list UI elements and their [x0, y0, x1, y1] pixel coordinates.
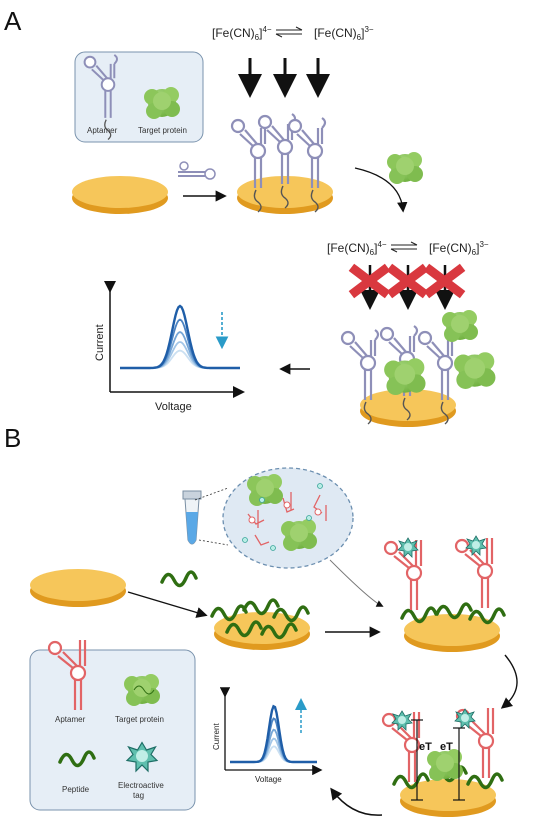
sample-tube	[182, 490, 202, 545]
voltammogram-b: Current Voltage	[212, 687, 323, 784]
legend-target-label-b: Target protein	[115, 715, 164, 724]
electron-transfer-label-2: eT	[440, 741, 453, 753]
redox-couple-top: [Fe(CN)6]4− [Fe(CN)6]3−	[212, 25, 374, 42]
peak-series-a	[120, 304, 240, 370]
aptamer-electrode-a	[230, 112, 333, 214]
peptide-electrode-b	[210, 598, 310, 650]
svg-text:[Fe(CN)6]4−: [Fe(CN)6]4−	[327, 240, 387, 257]
x-axis-label-a: Voltage	[155, 401, 192, 413]
peptide-free	[160, 570, 198, 588]
redox-left: [Fe(CN)	[212, 26, 255, 40]
tagged-aptamer-electrode	[383, 535, 506, 652]
voltammogram-a-peak-4	[120, 341, 240, 369]
electron-transfer-label-1: eT	[419, 741, 432, 753]
blocked-flux	[348, 263, 466, 310]
voltammogram-b-peak-4	[230, 737, 317, 763]
panel-letter-a: A	[4, 6, 22, 36]
voltammogram-b-peak-5	[230, 745, 317, 763]
svg-text:[Fe(CN)6]3−: [Fe(CN)6]3−	[429, 240, 489, 257]
svg-text:[Fe(CN)6]4−: [Fe(CN)6]4−	[212, 25, 272, 42]
legend-box-a: Aptamer Target protein	[74, 51, 204, 143]
voltammogram-a: Current Voltage	[94, 281, 245, 413]
bare-electrode-a	[72, 176, 168, 214]
y-axis-label-a: Current	[94, 324, 106, 361]
result-arrow-b	[330, 787, 383, 816]
sample-bubble	[194, 467, 354, 569]
voltammogram-b-peak-1	[230, 704, 317, 764]
redox-couple-mid: [Fe(CN)6]4− [Fe(CN)6]3−	[327, 240, 489, 257]
legend-aptamer-label-b: Aptamer	[55, 715, 86, 724]
legend-target-label: Target protein	[138, 126, 187, 135]
redox-right: [Fe(CN)	[314, 26, 357, 40]
binding-step-arrow	[500, 654, 518, 709]
x-axis-label-b: Voltage	[255, 775, 282, 784]
protein-bound-electrode-a	[340, 310, 496, 427]
flux-arrows	[238, 58, 330, 98]
voltammogram-a-peak-1	[120, 304, 240, 370]
legend-aptamer-label: Aptamer	[87, 126, 118, 135]
legend-peptide-label: Peptide	[62, 785, 90, 794]
add-peptide-arrow	[127, 591, 208, 618]
protein-icon	[144, 87, 180, 119]
voltammogram-a-peak-5	[120, 349, 240, 369]
peak-series-b	[230, 704, 317, 764]
sample-apply-arrow	[329, 559, 384, 607]
svg-text:[Fe(CN)6]3−: [Fe(CN)6]3−	[314, 25, 374, 42]
panel-letter-b: B	[4, 423, 21, 453]
voltammogram-b-peak-2	[230, 717, 317, 763]
target-protein-free	[387, 152, 423, 184]
bind-arrow	[354, 167, 408, 213]
bare-electrode-b	[30, 569, 126, 607]
legend-box-b: Aptamer Target protein Peptide Electroac…	[29, 638, 196, 811]
legend-tag-label-2: tag	[133, 791, 144, 800]
protein-bound-electrode-b: eT eT	[381, 706, 504, 817]
legend-tag-label-1: Electroactive	[118, 781, 164, 790]
add-aptamer-step	[178, 161, 227, 202]
y-axis-label-b: Current	[212, 723, 221, 750]
